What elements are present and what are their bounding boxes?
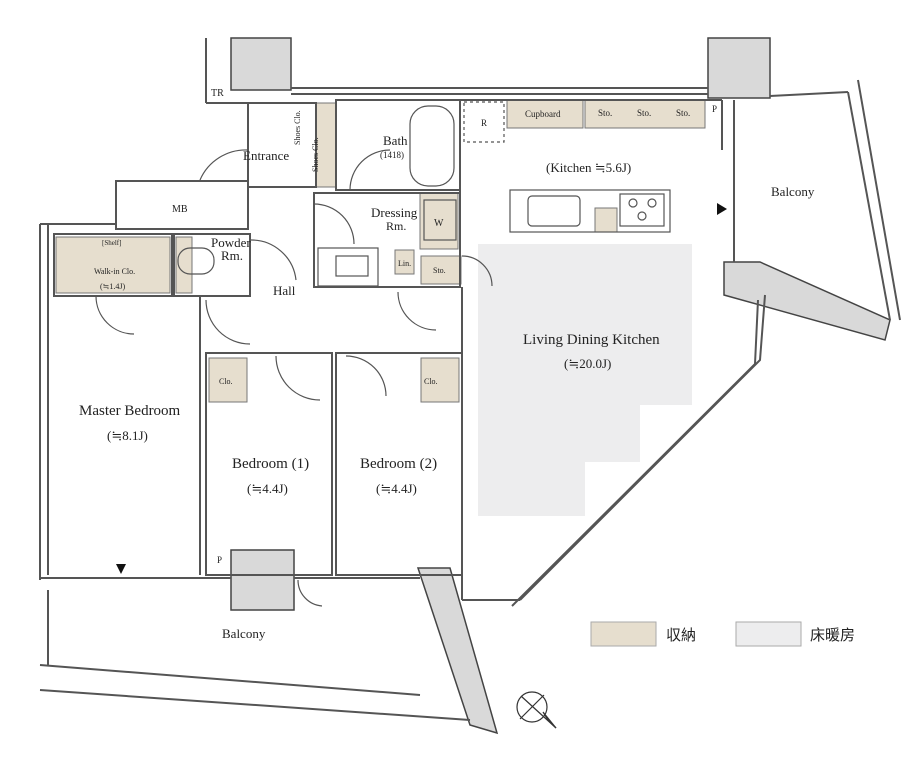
shoes-closet-2-label: Shoes Clo. bbox=[311, 137, 320, 172]
storage-1-label: Sto. bbox=[598, 108, 612, 118]
washer-label: W bbox=[434, 218, 444, 229]
bath-size-label: (1418) bbox=[380, 150, 404, 160]
ldk-label: Living Dining Kitchen bbox=[523, 332, 660, 348]
balcony-right-label: Balcony bbox=[771, 184, 815, 199]
cupboard-label: Cupboard bbox=[525, 109, 561, 119]
structural-columns bbox=[230, 37, 891, 735]
storage-3-label: Sto. bbox=[676, 108, 690, 118]
walk-in-closet-size: (≒1.4J) bbox=[100, 282, 125, 291]
refrigerator-label: R bbox=[481, 118, 487, 128]
legend-floor-heating-swatch bbox=[735, 621, 802, 647]
floor-heating-area bbox=[478, 244, 692, 516]
bedroom-2-label: Bedroom (2) bbox=[360, 456, 437, 472]
powder-room-rm-label: Rm. bbox=[221, 248, 243, 263]
dressing-label: Dressing bbox=[371, 205, 418, 220]
bedroom-1-label: Bedroom (1) bbox=[232, 456, 309, 472]
tr-label: TR bbox=[211, 88, 224, 99]
shoes-closet-1-label: Shoes Clo. bbox=[293, 110, 302, 145]
storage-small-label: Sto. bbox=[433, 266, 446, 275]
kitchen-label: (Kitchen ≒5.6J) bbox=[546, 160, 631, 175]
bath-label: Bath bbox=[383, 133, 408, 148]
hall-label: Hall bbox=[273, 283, 296, 298]
linen-label: Lin. bbox=[398, 259, 411, 268]
pipe-top-label: P bbox=[712, 104, 717, 114]
compass-icon bbox=[516, 691, 557, 729]
shelf-label: [Shelf] bbox=[102, 239, 121, 247]
powder-room-label: Powder bbox=[211, 235, 251, 250]
pipe-bottom-label: P bbox=[217, 555, 222, 565]
triangle-marker-icon bbox=[116, 564, 126, 574]
ldk-size-label: (≒20.0J) bbox=[564, 356, 611, 371]
room-labels: TR Entrance Shoes Clo. Shoes Clo. Bath (… bbox=[79, 88, 815, 641]
walk-in-closet-label: Walk-in Clo. bbox=[94, 267, 135, 276]
bedroom-2-size: (≒4.4J) bbox=[376, 481, 417, 496]
triangle-marker-icon bbox=[717, 203, 727, 215]
entrance-label: Entrance bbox=[243, 148, 289, 163]
storage-2-label: Sto. bbox=[637, 108, 651, 118]
closet-2-label: Clo. bbox=[424, 377, 438, 386]
master-bedroom-size: (≒8.1J) bbox=[107, 428, 148, 443]
dressing-room-label: Rm. bbox=[386, 219, 406, 233]
fixtures bbox=[95, 101, 671, 607]
legend-floor-heating-label: 床暖房 bbox=[810, 627, 855, 644]
legend-storage-swatch bbox=[590, 621, 657, 647]
legend-storage-label: 収納 bbox=[666, 627, 696, 644]
bedroom-1-size: (≒4.4J) bbox=[247, 481, 288, 496]
legend: 収納 床暖房 bbox=[590, 621, 855, 647]
mb-label: MB bbox=[172, 204, 188, 215]
closet-1-label: Clo. bbox=[219, 377, 233, 386]
balcony-bottom-label: Balcony bbox=[222, 626, 266, 641]
master-bedroom-label: Master Bedroom bbox=[79, 403, 181, 419]
walls bbox=[39, 38, 901, 721]
